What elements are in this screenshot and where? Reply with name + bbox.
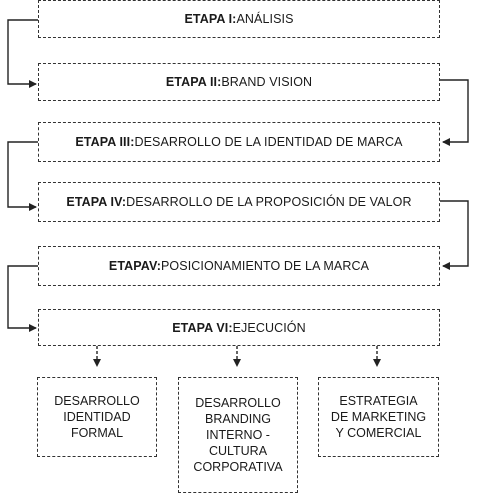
stage-4-text: DESARROLLO DE LA PROPOSICIÓN DE VALOR (126, 195, 412, 209)
output-1-line: IDENTIDAD (63, 410, 131, 424)
connector-5-6 (7, 265, 38, 332)
output-3-line: Y COMERCIAL (335, 426, 422, 440)
stage-1-text: ANÁLISIS (236, 12, 294, 26)
stage-6-label: ETAPA VI: (172, 320, 233, 335)
stage-5-label: ETAPAV: (108, 259, 161, 273)
stage-4-label: ETAPA IV: (66, 195, 127, 209)
output-2-line: CORPORATIVA (193, 460, 283, 474)
stage-1-label: ETAPA I: (184, 12, 237, 26)
stage-3-box: ETAPA III: DESARROLLO DE LA IDENTIDAD DE… (38, 122, 440, 162)
output-2-line: BRANDING (205, 412, 271, 426)
stage-2-text: BRAND VISION (221, 75, 313, 89)
stage-3-label: ETAPA III: (75, 135, 135, 149)
connector-1-2 (7, 19, 38, 88)
output-3-box: ESTRATEGIA DE MARKETING Y COMERCIAL (318, 377, 439, 457)
output-2-line: INTERNO - (206, 428, 270, 442)
stage-1-box: ETAPA I: ANÁLISIS (38, 0, 440, 38)
stage-2-box: ETAPA II: BRAND VISION (38, 63, 440, 101)
output-1-line: FORMAL (70, 426, 124, 440)
output-3-line: DE MARKETING (330, 410, 427, 424)
connector-3-4 (7, 141, 38, 211)
connector-2-3 (440, 79, 469, 146)
output-1-box: DESARROLLO IDENTIDAD FORMAL (37, 377, 157, 457)
stage-4-box: ETAPA IV: DESARROLLO DE LA PROPOSICIÓN D… (38, 182, 440, 222)
output-1-line: DESARROLLO (54, 394, 140, 408)
stage-3-text: DESARROLLO DE LA IDENTIDAD DE MARCA (134, 135, 403, 149)
output-2-line: DESARROLLO (195, 396, 281, 410)
stage-5-box: ETAPAV: POSICIONAMIENTO DE LA MARCA (38, 246, 440, 286)
stage-6-box: ETAPA VI: EJECUCIÓN (38, 309, 440, 346)
output-3-line: ESTRATEGIA (339, 394, 418, 408)
connector-4-5 (440, 200, 469, 270)
output-2-line: CULTURA (208, 444, 268, 458)
output-2-box: DESARROLLO BRANDING INTERNO - CULTURA CO… (178, 377, 298, 493)
stage-2-label: ETAPA II: (165, 75, 222, 89)
stage-6-text: EJECUCIÓN (232, 320, 306, 335)
stage-5-text: POSICIONAMIENTO DE LA MARCA (161, 259, 370, 273)
